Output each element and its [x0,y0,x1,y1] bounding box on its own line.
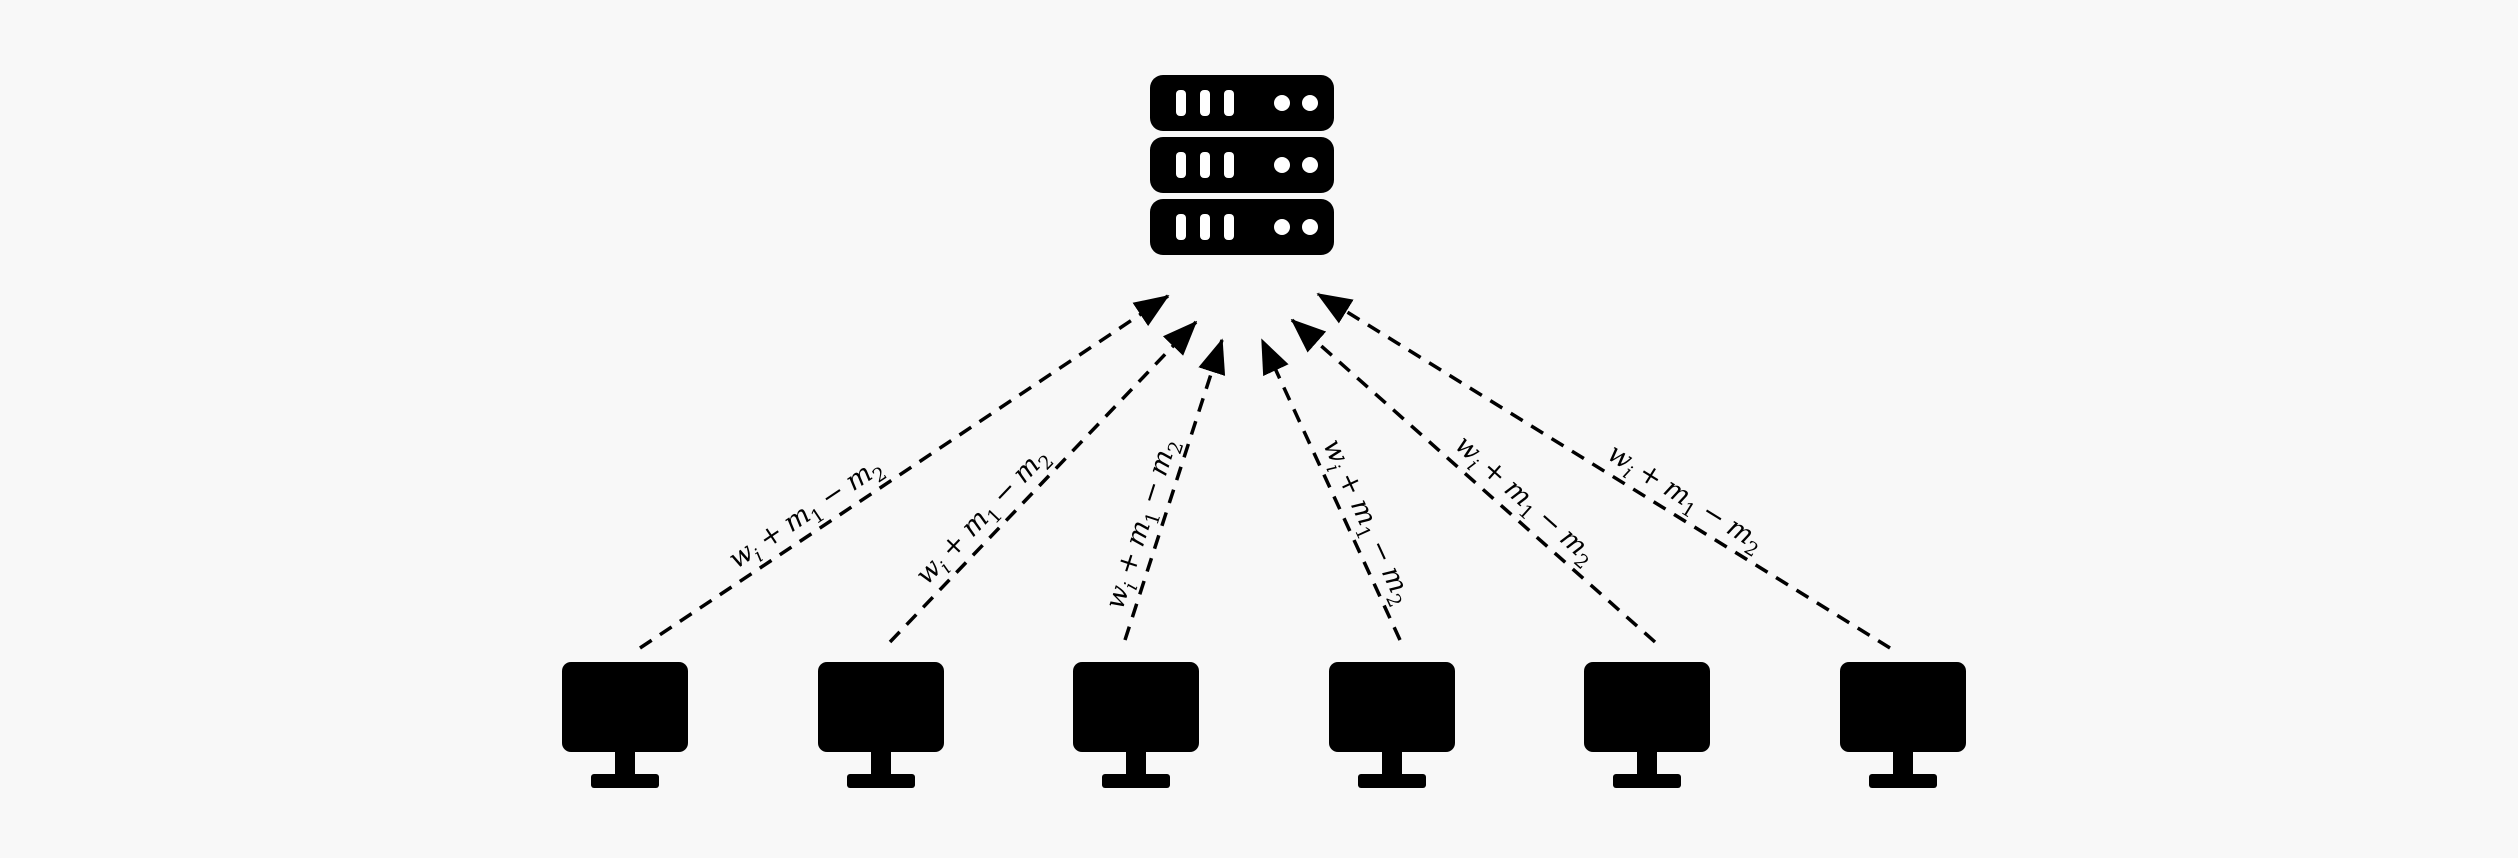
edge-client3-to-server: wi+m1−m2 [1099,338,1226,641]
client-computer-icon-3 [1073,662,1199,788]
client-computer-icon-2 [818,662,944,788]
dashed-arrow-line [888,320,1198,644]
edge-client4-to-server: wi+m1−m2 [1260,338,1419,641]
dashed-arrow-line [1290,318,1657,644]
edge-label: wi+m1−m2 [1099,434,1188,614]
edge-label: wi+m1−m2 [1599,438,1769,562]
server-icon [1150,75,1334,255]
dashed-arrow-line [1123,338,1226,641]
server-rack-unit-2 [1150,137,1334,193]
server-rack-unit-1 [1150,75,1334,131]
client-computer-icon-4 [1329,662,1455,788]
edge-label: wi+m1−m2 [723,451,891,580]
edge-label: wi+m1−m2 [910,441,1059,594]
server-rack-unit-3 [1150,199,1334,255]
client-computer-icon-5 [1584,662,1710,788]
edge-client1-to-server: wi+m1−m2 [639,294,1170,650]
dashed-arrow-line [1260,338,1402,641]
edge-label: wi+m1−m2 [1312,434,1419,611]
client-computer-icon-1 [562,662,688,788]
dashed-arrow-line [1316,292,1891,650]
client-computer-icon-6 [1840,662,1966,788]
dashed-arrow-line [639,294,1170,650]
edge-label: wi+m1−m2 [1445,429,1602,574]
